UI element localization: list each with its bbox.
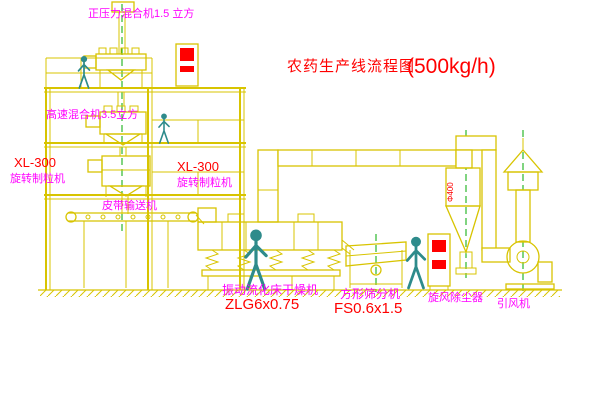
cabinet-body [175,43,199,87]
down-duct [481,149,497,251]
rotary-granulator [87,155,151,214]
belt-roller [115,214,121,220]
belt-pulley [65,211,77,223]
diagram-title-capacity: (500kg/h) [407,55,496,78]
label-high-speed-mixer: 高速混合机3.5立方 [46,107,138,121]
belt-roller [175,214,181,220]
feed-hopper [111,1,135,13]
dryer-discharge-chute [341,239,355,251]
high-speed-mixer [85,105,147,156]
fan-inlet-elbow [481,247,511,263]
cabinet-body [427,233,451,287]
mixer-nozzle [109,47,118,55]
label-positive-pressure-mixer: 正压力混合机1.5 立方 [88,6,194,20]
person-ground [244,227,268,291]
belt-roller [130,214,136,220]
cyclone-outlet-pipe [455,149,473,169]
cyclone-dust-collector: Φ400 [445,135,511,275]
cabinet-panel [432,260,446,269]
control-cabinet-ground [427,233,451,290]
person-second-floor [158,112,170,144]
exhaust-ducting [257,149,457,223]
belt-roller [160,214,166,220]
label-belt-conveyor: 皮带输送机 [102,198,157,212]
mixer-nozzle [131,47,140,55]
cyclone-size-label: Φ400 [446,182,455,202]
mixer-nozzle [120,47,129,55]
ground [38,289,562,297]
induced-draft-fan-and-stack [502,138,555,290]
cabinet-panel [180,66,194,72]
cabinet-panel [432,240,446,252]
fan-motor [537,261,553,283]
granulator-cone [107,185,145,197]
cyclone-cone [445,205,481,254]
dryer-body [197,221,343,251]
belt-conveyor [65,211,205,288]
vibration-spring [326,249,342,271]
fan-scroll [506,240,540,274]
stack-pipe [515,189,531,243]
granulator-motor [87,159,103,173]
dryer-dome-port [227,213,245,223]
positive-pressure-mixer [83,1,147,106]
mixer-cone [106,69,136,81]
belt-roller [85,214,91,220]
vibration-spring [268,249,284,271]
sifter-screen-line [345,250,407,257]
labels: 农药生产线流程图 (500kg/h) 正压力混合机1.5 立方 高速混合机3.5… [10,6,530,317]
label-fluid-bed-dryer-model: ZLG6x0.75 [225,296,299,313]
mixer-nozzle [116,105,126,113]
label-granulator-center-model: XL-300 [177,159,219,174]
control-cabinet-platform [175,43,199,87]
main-horizontal-duct [277,149,457,167]
cabinet-panel [180,48,194,61]
belt-roller [100,214,106,220]
diagram-title: 农药生产线流程图 [287,58,415,75]
label-cyclone: 旋风除尘器 [428,290,483,304]
label-square-sifter: 方形筛分机 [340,286,400,301]
cyclone-discharge-valve [455,267,477,275]
fan-inlet-eye [516,250,530,264]
mixer-nozzle [98,47,107,55]
label-granulator-left: 旋转制粒机 [10,171,65,185]
label-granulator-center: 旋转制粒机 [177,175,232,189]
belt-roller [145,214,151,220]
person-at-sifter [405,235,427,290]
mixer-nozzle [129,105,139,113]
mixer-nozzle [103,105,113,113]
cyclone-outlet-elbow [455,135,497,151]
label-fluid-bed-dryer: 振动流化床干燥机 [222,283,318,297]
vibration-spring [300,249,316,271]
vibration-spring [204,249,220,271]
fluid-bed-dryer [197,207,355,290]
sifter-motor [370,264,382,276]
fan-base [505,283,555,290]
ground-hatch [40,290,560,297]
mixer-body [95,53,147,71]
riser-elbow-duct [257,149,279,223]
granulator-body [101,155,151,187]
dryer-dome-port [297,213,315,223]
mixer-cone [103,133,143,146]
label-square-sifter-model: FS0.6x1.5 [334,300,402,317]
vent-cap-cone [502,149,544,173]
dryer-base-frame [201,269,341,277]
person-top-platform [77,55,91,89]
label-granulator-left-model: XL-300 [14,155,56,170]
label-fan: 引风机 [497,296,530,310]
